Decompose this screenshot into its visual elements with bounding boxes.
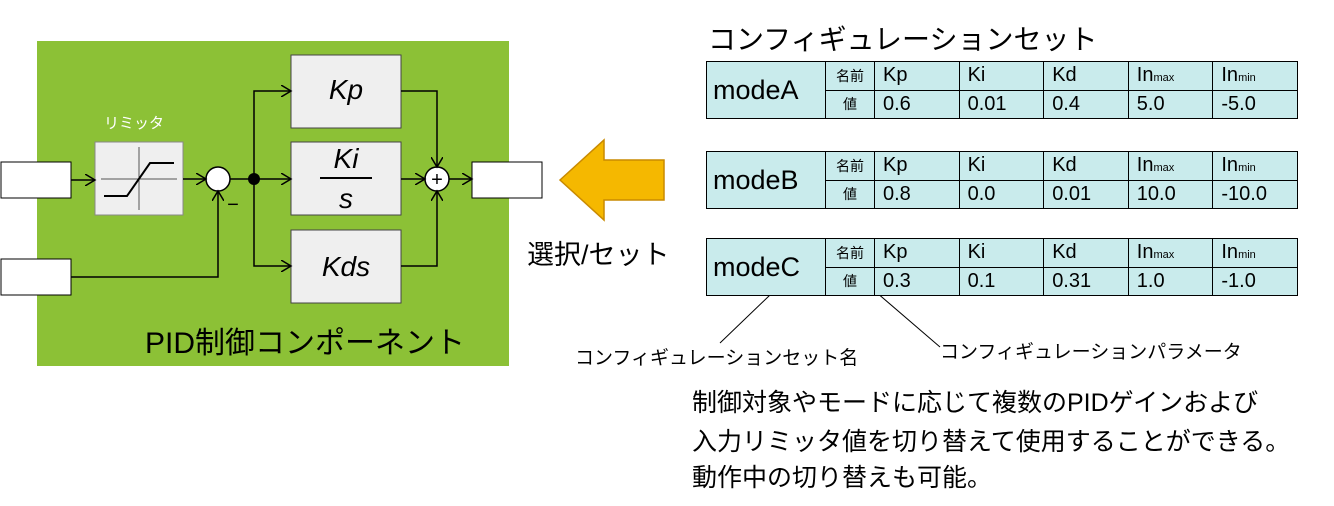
header-cell: Ki [958,61,1045,91]
description-line-3: 動作中の切り替えも可能。 [692,464,993,492]
value-cell: -1.0 [1212,266,1298,296]
value-cell: -10.0 [1212,179,1298,209]
row-label-value: 値 [825,179,875,209]
value-cell: 0.8 [874,179,960,209]
row-label-value: 値 [825,89,875,119]
error-junction [205,166,231,192]
line-kds-sum [401,191,437,267]
value-cell: 0.6 [874,89,960,119]
line-kp-sum [401,90,437,167]
ki-denominator-label: s [339,183,353,214]
kp-block [290,54,402,129]
mode-name: modeA [706,61,826,119]
value-cell: 0.3 [874,266,960,296]
kds-block [290,229,402,304]
output-port [471,161,543,199]
select-arrow [558,138,665,222]
value-cell: 0.1 [958,266,1045,296]
callout-parameters: コンフィギュレーションパラメータ [940,342,1242,363]
sum-plus-sign: + [431,169,443,191]
description-line-2: 入力リミッタ値を切り替えて使用することができる。 [692,428,1291,456]
header-cell: Inmax [1127,238,1214,268]
minus-sign: − [227,194,239,216]
mode-a-table: modeA 名前 Kp Ki Kd Inmax Inmin 値 0.6 0.01… [706,61,1298,119]
value-cell: 0.0 [958,179,1045,209]
header-cell: Ki [958,151,1045,181]
header-cell: Inmin [1212,151,1298,181]
header-cell: Kp [874,151,960,181]
limiter-label: リミッタ [104,115,165,132]
kp-label: Kp [328,74,364,105]
select-set-label: 選択/セット [527,240,670,270]
ki-numerator-label: Ki [333,143,359,174]
kds-label: Kds [321,251,371,282]
header-cell: Kp [874,61,960,91]
row-label-name: 名前 [825,238,875,268]
mode-name: modeC [706,238,826,296]
input-port-1 [0,161,72,199]
callout-set-name: コンフィギュレーションセット名 [575,348,859,369]
config-set-title: コンフィギュレーションセット [708,24,1098,55]
value-cell: 0.01 [1043,179,1129,209]
value-cell: 0.4 [1043,89,1129,119]
callout-line-name [719,294,771,344]
header-cell: Ki [958,238,1045,268]
header-cell: Inmax [1127,151,1214,181]
mode-name: modeB [706,151,826,209]
value-cell: 10.0 [1127,179,1214,209]
line-branch-kds [253,179,291,266]
line-branch-kp [253,91,291,179]
header-cell: Inmin [1212,238,1298,268]
pid-component-title: PID制御コンポーネント [145,327,466,360]
header-cell: Kd [1043,151,1129,181]
input-port-2 [0,258,72,296]
header-cell: Kp [874,238,960,268]
value-cell: 0.01 [958,89,1045,119]
value-cell: 5.0 [1127,89,1214,119]
value-cell: 0.31 [1043,266,1129,296]
header-cell: Kd [1043,61,1129,91]
limiter-curve [104,162,174,197]
mode-c-table: modeC 名前 Kp Ki Kd Inmax Inmin 値 0.3 0.1 … [706,238,1298,296]
value-cell: -5.0 [1212,89,1298,119]
line-in2-feedback [71,191,218,278]
header-cell: Kd [1043,238,1129,268]
row-label-name: 名前 [825,61,875,91]
header-cell: Inmin [1212,61,1298,91]
header-cell: Inmax [1127,61,1214,91]
mode-b-table: modeB 名前 Kp Ki Kd Inmax Inmin 値 0.8 0.0 … [706,151,1298,209]
row-label-name: 名前 [825,151,875,181]
row-label-value: 値 [825,266,875,296]
description-line-1: 制御対象やモードに応じて複数のPIDゲインおよび [692,389,1259,417]
value-cell: 1.0 [1127,266,1214,296]
